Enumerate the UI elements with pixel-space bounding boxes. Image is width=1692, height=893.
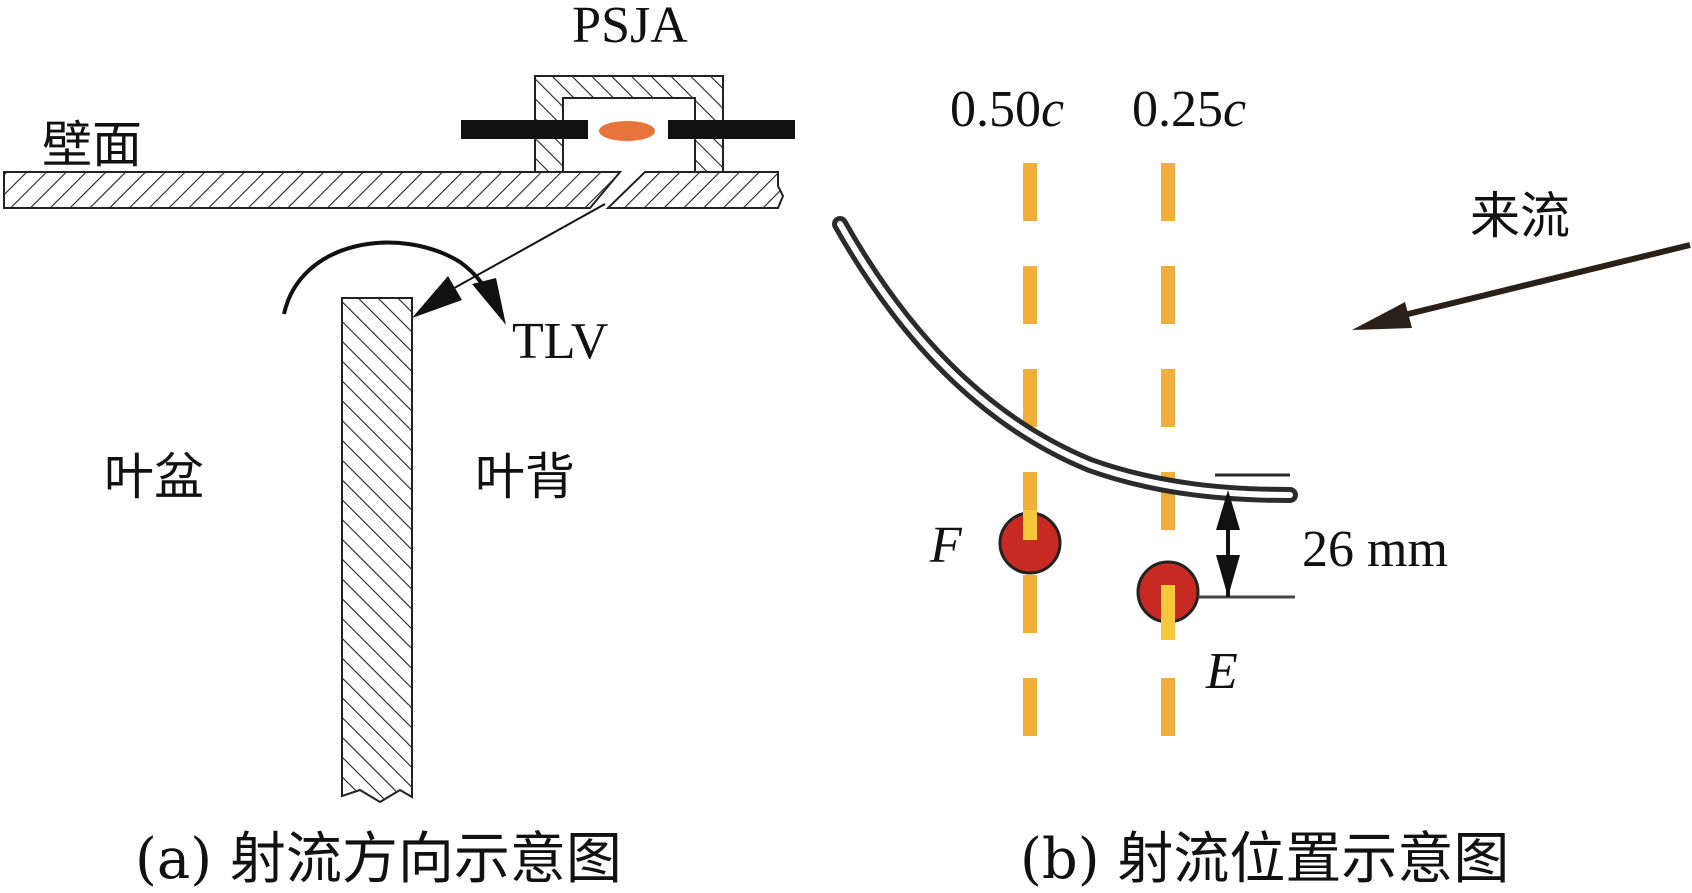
chord-dash-over-e xyxy=(1161,585,1175,640)
caption-b: (b) 射流位置示意图 xyxy=(1020,827,1509,892)
chord-value-050: 0.50 xyxy=(950,81,1041,138)
gap-dimension-marker xyxy=(1198,490,1295,599)
tlv-label: TLV xyxy=(512,313,608,370)
gap-label: 26 mm xyxy=(1302,521,1448,578)
psja-label: PSJA xyxy=(572,0,688,54)
panel-b-jet-position: 0.50c 0.25c 来流 26 mm F E (b) 射流位置示意图 xyxy=(832,81,1691,892)
suction-side-label: 叶背 xyxy=(475,448,575,506)
chord-unit-c: c xyxy=(1223,81,1246,138)
point-label-e: E xyxy=(1205,643,1238,700)
chord-label-050c: 0.50c xyxy=(950,81,1064,138)
chord-dash-over-f xyxy=(1023,510,1037,540)
chord-unit-c: c xyxy=(1041,81,1064,138)
pressure-side-label: 叶盆 xyxy=(104,448,204,506)
inflow-arrow xyxy=(1352,242,1691,330)
wall-label: 壁面 xyxy=(42,116,142,174)
spark-discharge xyxy=(599,121,655,141)
caption-a: (a) 射流方向示意图 xyxy=(135,827,622,892)
inflow-label: 来流 xyxy=(1470,187,1570,245)
jet-direction-arrow xyxy=(412,203,606,318)
panel-a-jet-direction: PSJA 壁面 TLV 叶盆 叶背 (a) 射流方向示意图 xyxy=(3,0,795,892)
tlv-curved-arrow xyxy=(282,240,506,325)
left-electrode xyxy=(461,120,588,139)
blade-tip xyxy=(341,297,413,804)
blade-profile xyxy=(832,216,1298,503)
chord-value-025: 0.25 xyxy=(1132,81,1223,138)
right-electrode xyxy=(668,120,795,139)
point-label-f: F xyxy=(929,517,963,574)
psja-cavity xyxy=(534,75,724,173)
wall-casing xyxy=(3,171,785,209)
chord-label-025c: 0.25c xyxy=(1132,81,1246,138)
